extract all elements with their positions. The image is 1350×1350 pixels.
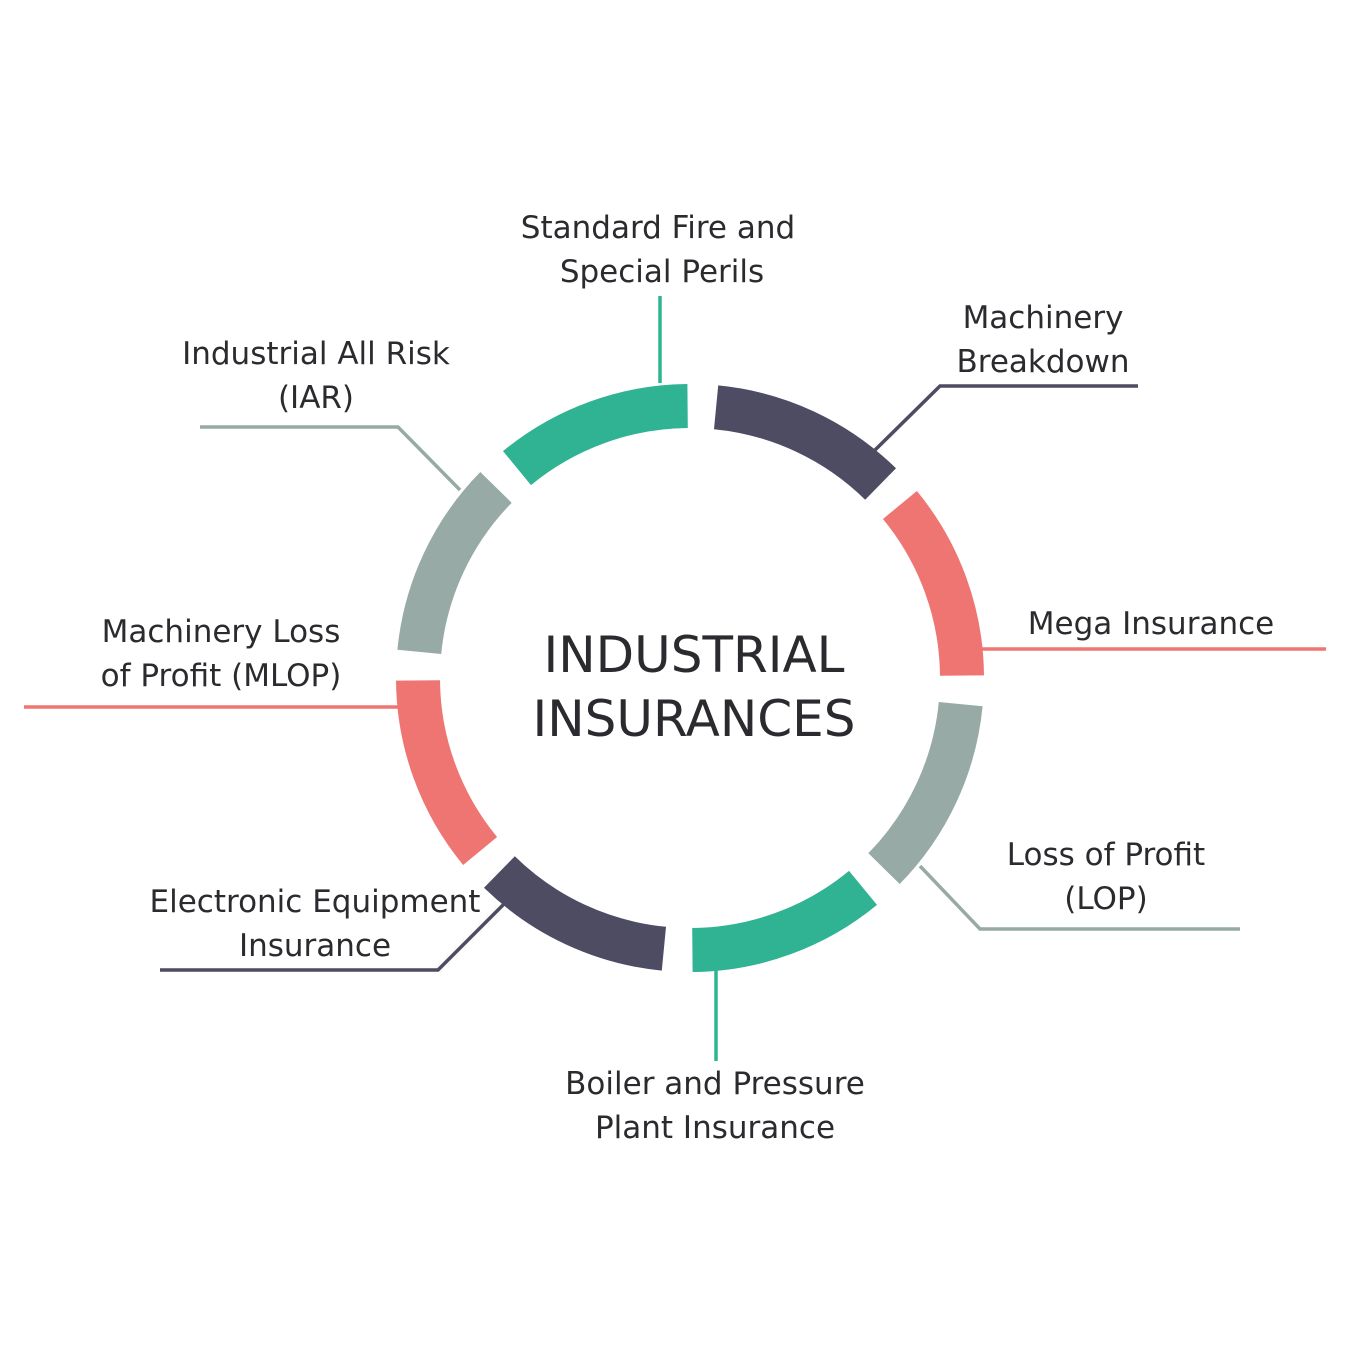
label-mega-insurance: Mega Insurance — [1028, 606, 1274, 642]
label-standard-fire-line-2: Special Perils — [560, 254, 764, 290]
label-standard-fire-line-1: Standard Fire and — [521, 210, 795, 246]
center-title-line-1: INDUSTRIAL — [543, 626, 844, 684]
label-machinery-breakdown-line-2: Breakdown — [957, 344, 1130, 380]
label-machinery-loss-of-profit-line-2: of Profit (MLOP) — [101, 658, 342, 694]
segment-arc-mega-insurance — [882, 491, 984, 677]
leader-line-industrial-all-risk — [200, 425, 462, 492]
label-electronic-equipment-line-2: Insurance — [239, 928, 391, 964]
label-loss-of-profit-line-2: (LOP) — [1064, 881, 1147, 917]
label-boiler-pressure-line-2: Plant Insurance — [595, 1110, 835, 1146]
center-title-line-2: INSURANCES — [532, 690, 855, 748]
leader-line-loss-of-profit — [918, 864, 1240, 931]
leader-line-machinery-breakdown — [871, 384, 1138, 454]
label-boiler-pressure-line-1: Boiler and Pressure — [565, 1066, 865, 1102]
label-industrial-all-risk-line-2: (IAR) — [278, 380, 354, 416]
segment-arc-industrial-all-risk — [397, 471, 512, 655]
label-loss-of-profit-line-1: Loss of Profit — [1007, 837, 1205, 873]
ring — [396, 384, 984, 972]
label-industrial-all-risk-line-1: Industrial All Risk — [182, 336, 450, 372]
label-machinery-loss-of-profit-line-1: Machinery Loss — [102, 614, 341, 650]
segment-arc-standard-fire — [503, 384, 689, 486]
label-machinery-breakdown-line-1: Machinery — [963, 300, 1124, 336]
segment-arc-boiler-pressure — [691, 870, 877, 972]
segment-arc-machinery-breakdown — [713, 385, 897, 500]
segment-labels: Standard Fire and Special Perils Machine… — [101, 210, 1275, 1146]
leader-lines — [24, 296, 1326, 1061]
segment-arc-machinery-loss-of-profit — [396, 679, 498, 865]
leader-line-electronic-equipment — [160, 902, 506, 972]
segment-arc-electronic-equipment — [483, 856, 667, 971]
center-title: INDUSTRIAL INSURANCES — [532, 626, 855, 748]
label-electronic-equipment-line-1: Electronic Equipment — [150, 884, 481, 920]
segment-arc-loss-of-profit — [868, 701, 983, 885]
